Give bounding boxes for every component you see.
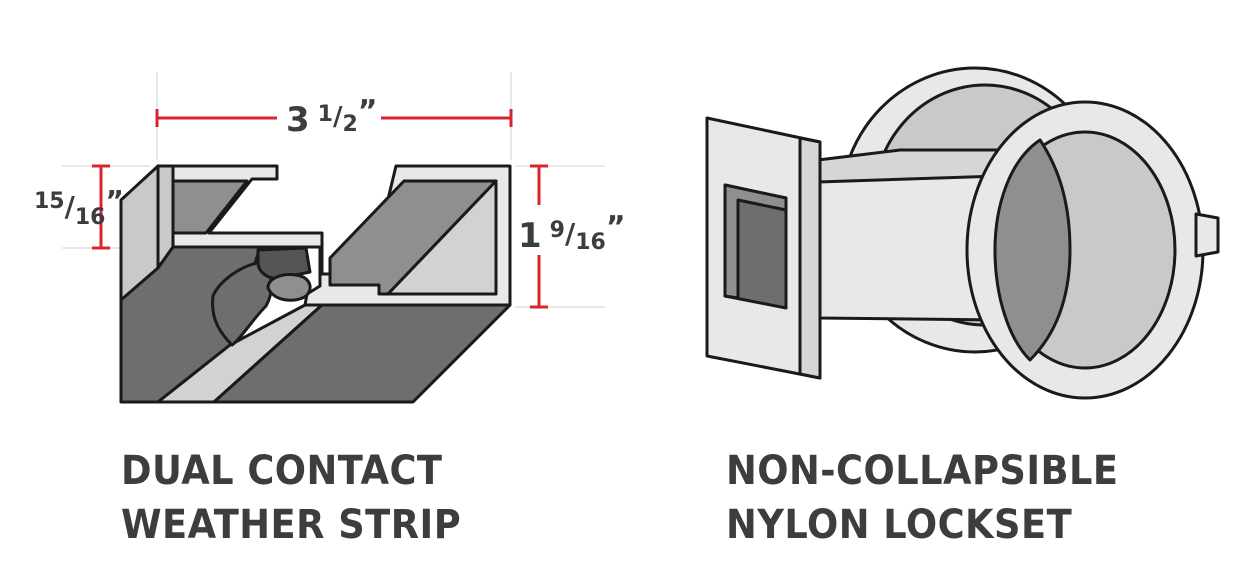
- seal-bulb: [266, 273, 312, 302]
- weather-strip-caption: DUAL CONTACT WEATHER STRIP: [121, 444, 461, 552]
- strip-right-pocket-light: [386, 179, 498, 296]
- housing-side-shadow: [816, 148, 1002, 184]
- left-height-dimension-line: [92, 164, 110, 250]
- seal-lower: [211, 260, 273, 347]
- ring-tab: [1194, 212, 1220, 258]
- left-height-dimension-label: 15/16”: [34, 184, 124, 230]
- lockset-illustration: [705, 66, 1220, 400]
- strip-body-right: [212, 303, 512, 404]
- latch-opening-inner: [723, 183, 788, 300]
- front-plate-edge: [798, 136, 822, 380]
- weather-strip-caption-line1: DUAL CONTACT: [121, 448, 443, 494]
- width-dimension-line: [155, 109, 513, 127]
- weather-strip-caption-line2: WEATHER STRIP: [121, 502, 462, 548]
- strip-left-pocket: [168, 179, 249, 235]
- lockset-caption-line1: NON-COLLAPSIBLE: [726, 448, 1119, 494]
- lockset-caption: NON-COLLAPSIBLE NYLON LOCKSET: [726, 444, 1119, 552]
- ring-inner-shadow: [993, 138, 1072, 362]
- right-height-dimension-line: [530, 164, 548, 309]
- seal-upper: [256, 246, 312, 280]
- lockset-caption-line2: NYLON LOCKSET: [726, 502, 1073, 548]
